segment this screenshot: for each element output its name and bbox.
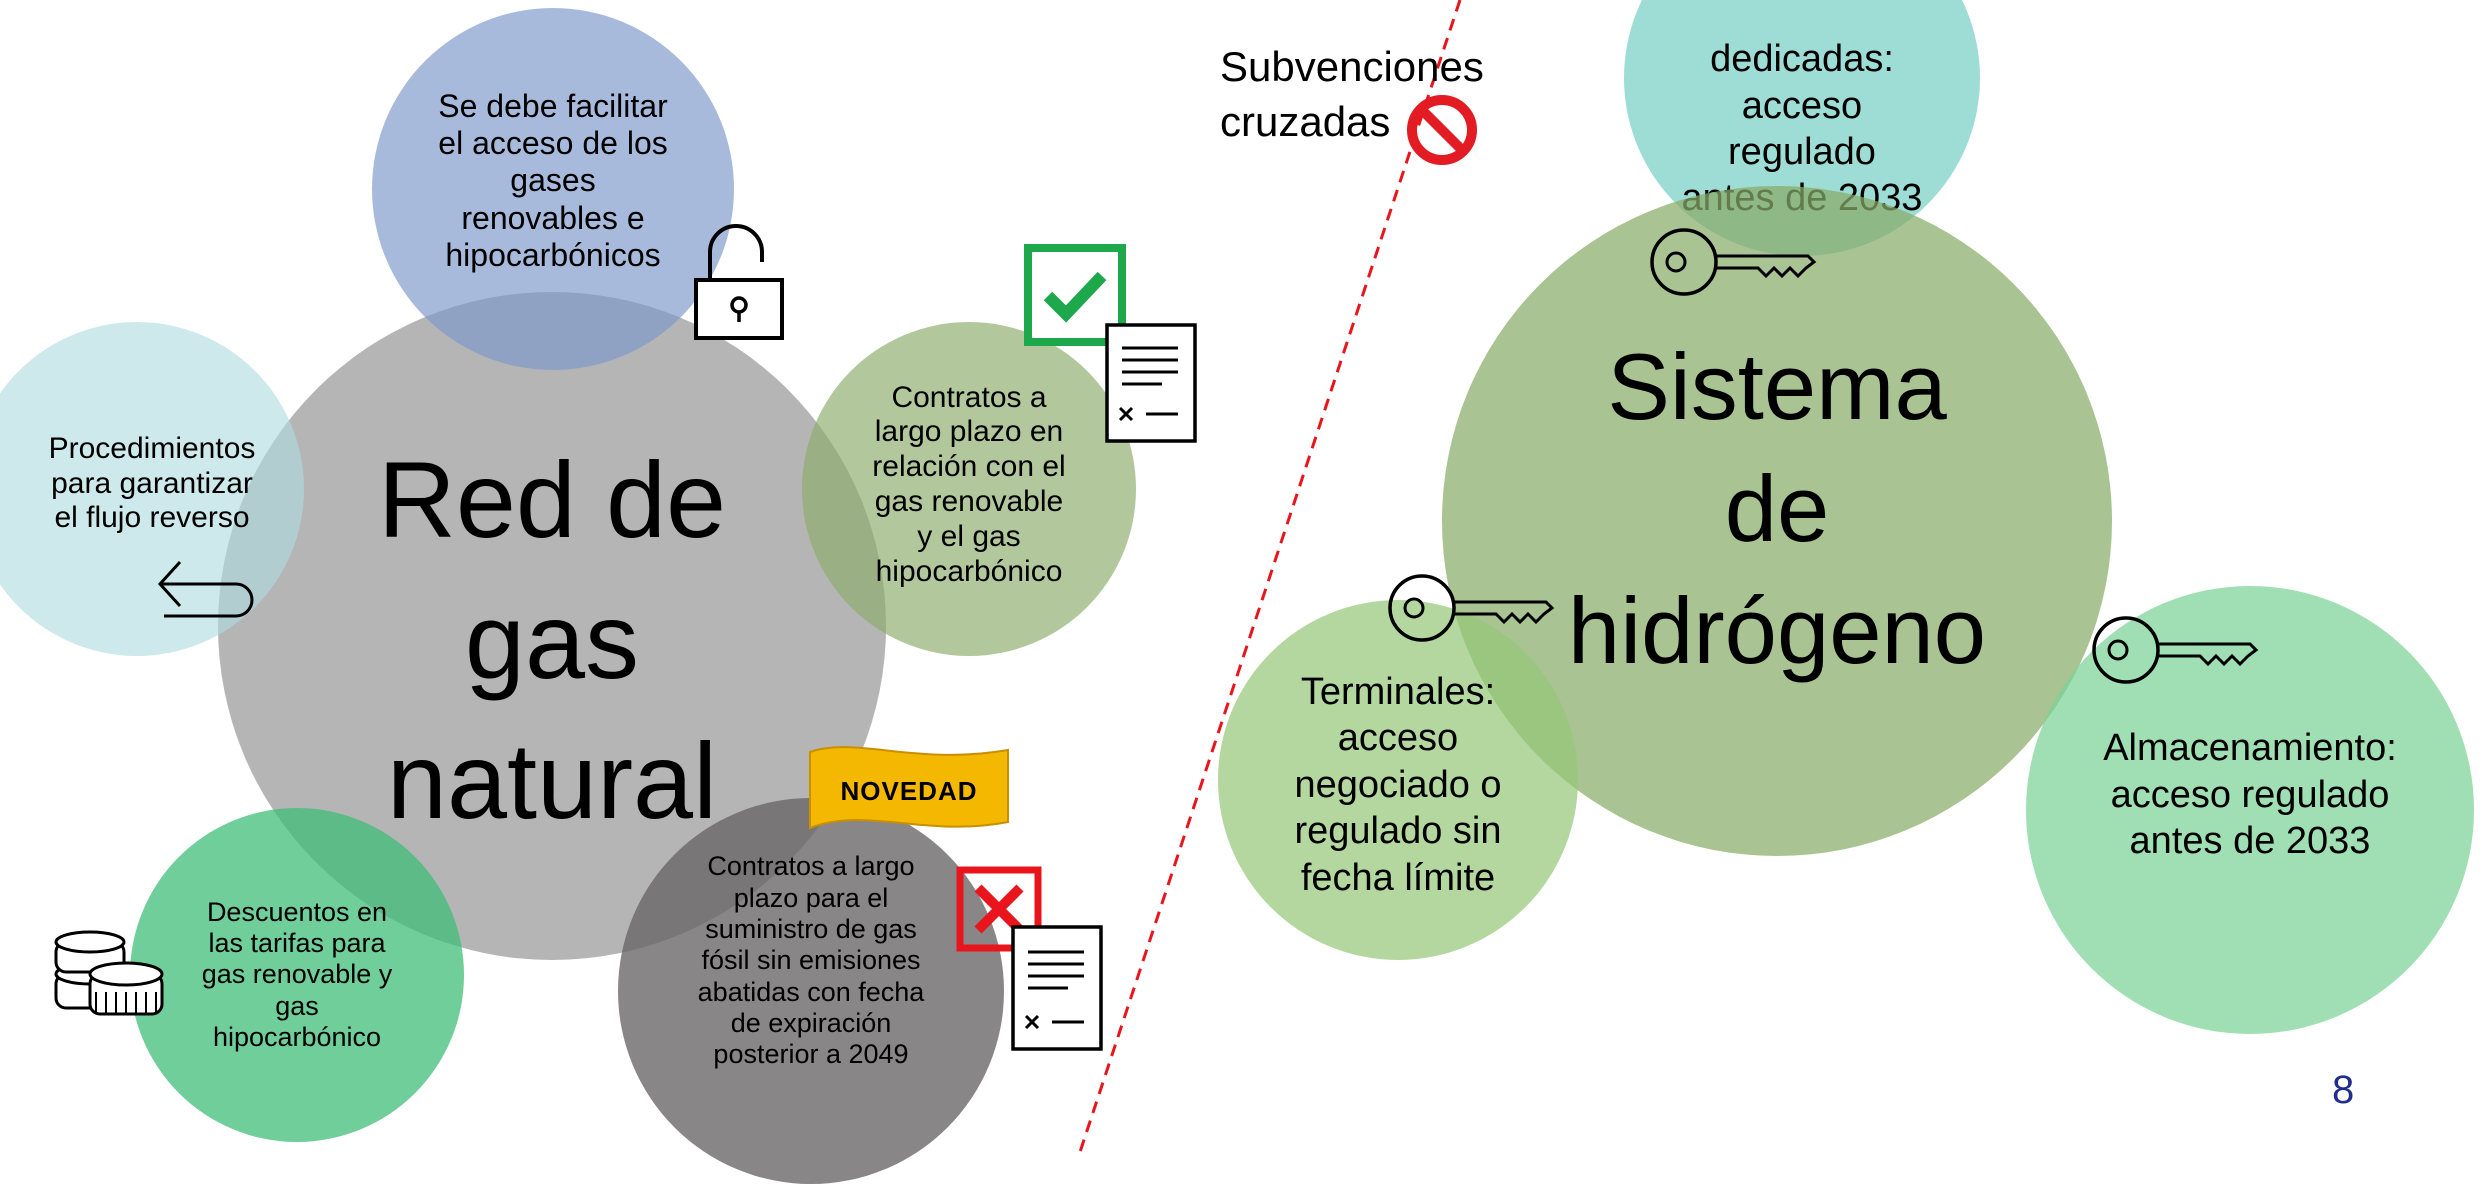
cross-subsidies-label: Subvenciones cruzadas <box>1220 43 1484 145</box>
renewable-access-bubble: Se debe facilitar el acceso de los gases… <box>372 8 734 370</box>
key-icon <box>2090 608 2260 692</box>
divider-line <box>1078 0 1462 1152</box>
terminals-text: Terminales: acceso negociado o regulado … <box>1294 671 1502 899</box>
gas-network-title: Red de gas natural <box>377 439 727 842</box>
page-number: 8 <box>2332 1068 2355 1112</box>
long-term-contracts-bubble: Contratos a largo plazo en relación con … <box>802 322 1136 656</box>
terminals-bubble: Terminales: acceso negociado o regulado … <box>1218 600 1578 960</box>
tariff-discount-bubble: Descuentos en las tarifas para gas renov… <box>130 808 464 1142</box>
fossil-contracts-text: Contratos a largo plazo para el suminist… <box>697 851 925 1070</box>
storage-text: Almacenamiento: acceso regulado antes de… <box>2103 727 2397 863</box>
tariff-discount-text: Descuentos en las tarifas para gas renov… <box>201 896 393 1052</box>
fossil-contracts-bubble: Contratos a largo plazo para el suminist… <box>618 798 1004 1184</box>
return-arrow-icon <box>154 556 270 622</box>
storage-bubble: Almacenamiento: acceso regulado antes de… <box>2026 586 2474 1034</box>
gas-network-center: Red de gas natural <box>218 292 886 960</box>
contract-icon <box>1010 924 1104 1052</box>
unlock-icon <box>690 218 790 342</box>
key-icon <box>1648 220 1818 304</box>
cross-icon <box>956 866 1042 952</box>
coins-icon <box>50 922 168 1022</box>
hydrogen-system-title: Sistema de hidrógeno <box>1567 333 1987 684</box>
reverse-flow-text: Procedimientos para garantizar el flujo … <box>48 431 256 535</box>
novedad-flag: NOVEDAD <box>806 742 1012 838</box>
novedad-label: NOVEDAD <box>840 776 978 806</box>
long-term-contracts-text: Contratos a largo plazo en relación con … <box>872 380 1066 588</box>
key-icon <box>1386 566 1556 650</box>
no-entry-icon <box>1404 92 1480 168</box>
renewable-access-text: Se debe facilitar el acceso de los gases… <box>438 88 668 273</box>
contract-icon <box>1104 322 1198 444</box>
